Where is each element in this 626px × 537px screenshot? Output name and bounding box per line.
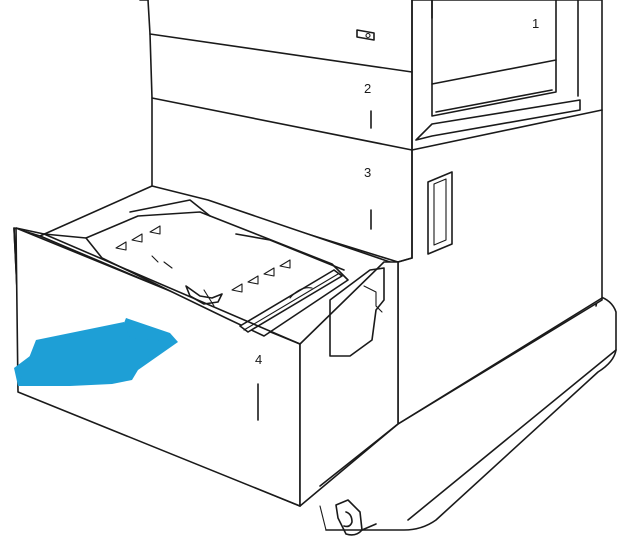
tray-3-label: 3 bbox=[364, 165, 371, 180]
tray-4-label: 4 bbox=[255, 352, 262, 367]
tray-4-drawer-open[interactable]: 4 bbox=[13, 185, 399, 507]
tray-3-drawer[interactable]: 3 bbox=[364, 165, 372, 230]
tray-2-label: 2 bbox=[364, 81, 371, 96]
caster-wheel-icon bbox=[335, 499, 377, 536]
door-label: 1 bbox=[532, 16, 539, 31]
pull-direction-arrow-icon bbox=[14, 318, 178, 386]
side-door-tray-1: 1 bbox=[415, 0, 581, 141]
printer-right-side-panel bbox=[397, 0, 603, 425]
tray-2-drawer[interactable]: 2 bbox=[364, 81, 372, 129]
power-button-icon[interactable] bbox=[356, 29, 375, 41]
